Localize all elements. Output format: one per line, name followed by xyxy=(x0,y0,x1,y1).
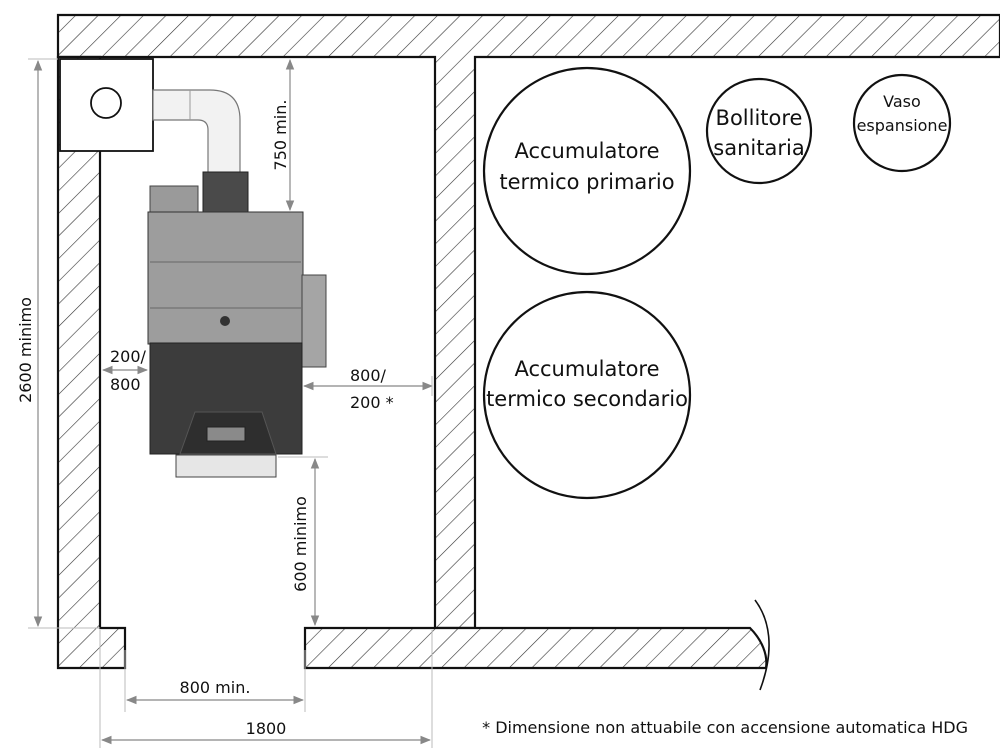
tank-expansion-line2: espansione xyxy=(857,116,948,135)
dim-room-height-label: 2600 minimo xyxy=(16,297,35,403)
dim-right-clearance-line1: 800/ xyxy=(350,366,387,385)
dim-room-width-label: 1800 xyxy=(246,719,287,738)
dim-door-width-label: 800 min. xyxy=(180,678,251,697)
dim-left-clearance: 200/ 800 xyxy=(101,347,149,394)
tank-primary-line1: Accumulatore xyxy=(514,139,659,163)
footnote: * Dimensione non attuabile con accension… xyxy=(482,718,968,737)
flue-pipe xyxy=(152,89,241,176)
tank-secondary-line2: termico secondario xyxy=(486,387,688,411)
walls xyxy=(56,13,1000,691)
chimney-flue-icon xyxy=(90,87,122,119)
dim-front-clearance-label: 600 minimo xyxy=(291,496,310,592)
tank-primary-line2: termico primario xyxy=(499,170,674,194)
boiler-unit xyxy=(147,171,327,478)
dim-flue-clearance-label: 750 min. xyxy=(271,100,290,171)
break-line xyxy=(754,599,770,691)
dim-door-width: 800 min. xyxy=(124,650,306,712)
tank-boiler-line1: Bollitore xyxy=(716,106,803,130)
dim-room-height: 2600 minimo xyxy=(16,58,100,629)
dim-right-clearance: 800/ 200 * xyxy=(302,366,434,412)
dim-room-width: 1800 xyxy=(99,630,433,748)
dim-right-clearance-line2: 200 * xyxy=(350,393,394,412)
tank-boiler: Bollitore sanitaria xyxy=(705,77,813,185)
tank-secondary: Accumulatore termico secondario xyxy=(482,290,692,500)
bottom-right-wall xyxy=(303,626,768,670)
dim-front-clearance: 600 minimo xyxy=(278,456,328,627)
dim-left-clearance-line2: 800 xyxy=(110,375,141,394)
tank-expansion: Vaso espansione xyxy=(852,73,952,173)
dim-left-clearance-line1: 200/ xyxy=(110,347,147,366)
dim-flue-clearance: 750 min. xyxy=(271,58,295,212)
tank-boiler-line2: sanitaria xyxy=(713,136,804,160)
tank-primary: Accumulatore termico primario xyxy=(482,66,692,276)
tank-secondary-line1: Accumulatore xyxy=(514,357,659,381)
tank-expansion-line1: Vaso xyxy=(883,92,921,111)
left-wall xyxy=(56,55,127,670)
